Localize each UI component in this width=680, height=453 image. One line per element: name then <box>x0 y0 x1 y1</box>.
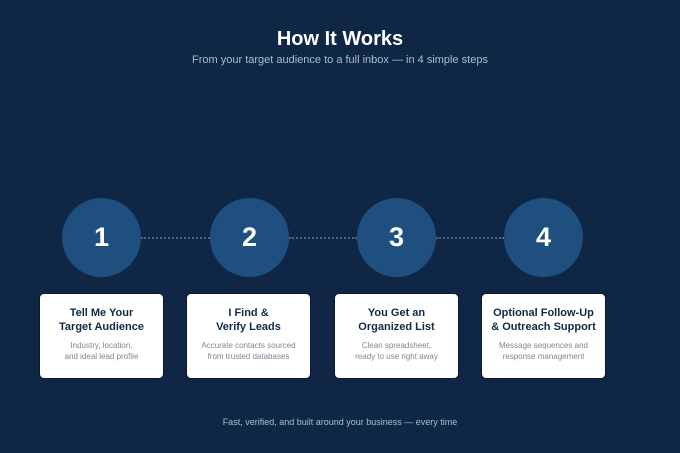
step-1-title-line-1: Tell Me Your <box>69 307 134 319</box>
step-1-card: Tell Me Your Target Audience Industry, l… <box>39 293 164 379</box>
step-4-card: Optional Follow-Up & Outreach Support Me… <box>481 293 606 379</box>
step-4-desc-line-2: response management <box>502 352 585 361</box>
connector-3-4 <box>436 237 504 239</box>
connector-1-2 <box>141 237 210 239</box>
step-2-title: I Find & Verify Leads <box>187 306 310 334</box>
connector-2-3 <box>289 237 357 239</box>
step-3-desc-line-2: ready to use right away <box>355 352 438 361</box>
step-2-card: I Find & Verify Leads Accurate contacts … <box>186 293 311 379</box>
step-4-title-line-1: Optional Follow-Up <box>493 307 594 319</box>
step-4-desc-line-1: Message sequences and <box>499 341 588 350</box>
step-3-card: You Get an Organized List Clean spreadsh… <box>334 293 459 379</box>
footer-tagline: Fast, verified, and built around your bu… <box>222 417 458 427</box>
step-1-desc-line-1: Industry, location, <box>70 341 133 350</box>
step-2-description: Accurate contacts sourced from trusted d… <box>187 340 310 362</box>
step-3-description: Clean spreadsheet, ready to use right aw… <box>335 340 458 362</box>
step-4-description: Message sequences and response managemen… <box>482 340 605 362</box>
step-1-number-circle: 1 <box>62 198 141 277</box>
step-1-title: Tell Me Your Target Audience <box>40 306 163 334</box>
step-4-title-line-2: & Outreach Support <box>491 321 596 333</box>
step-4-title: Optional Follow-Up & Outreach Support <box>482 306 605 334</box>
step-4-number-circle: 4 <box>504 198 583 277</box>
step-2-desc-line-2: from trusted databases <box>207 352 290 361</box>
step-2-title-line-1: I Find & <box>228 307 269 319</box>
step-3-title-line-1: You Get an <box>367 307 426 319</box>
step-3-title-line-2: Organized List <box>358 321 435 333</box>
page-subtitle: From your target audience to a full inbo… <box>192 54 488 66</box>
step-2-desc-line-1: Accurate contacts sourced <box>201 341 296 350</box>
step-3-desc-line-1: Clean spreadsheet, <box>361 341 432 350</box>
step-1-description: Industry, location, and ideal lead profi… <box>40 340 163 362</box>
step-1-title-line-2: Target Audience <box>59 321 144 333</box>
page-title: How It Works <box>276 28 404 50</box>
step-1-desc-line-2: and ideal lead profile <box>64 352 139 361</box>
step-3-title: You Get an Organized List <box>335 306 458 334</box>
step-2-number-circle: 2 <box>210 198 289 277</box>
step-2-title-line-2: Verify Leads <box>216 321 281 333</box>
step-3-number-circle: 3 <box>357 198 436 277</box>
